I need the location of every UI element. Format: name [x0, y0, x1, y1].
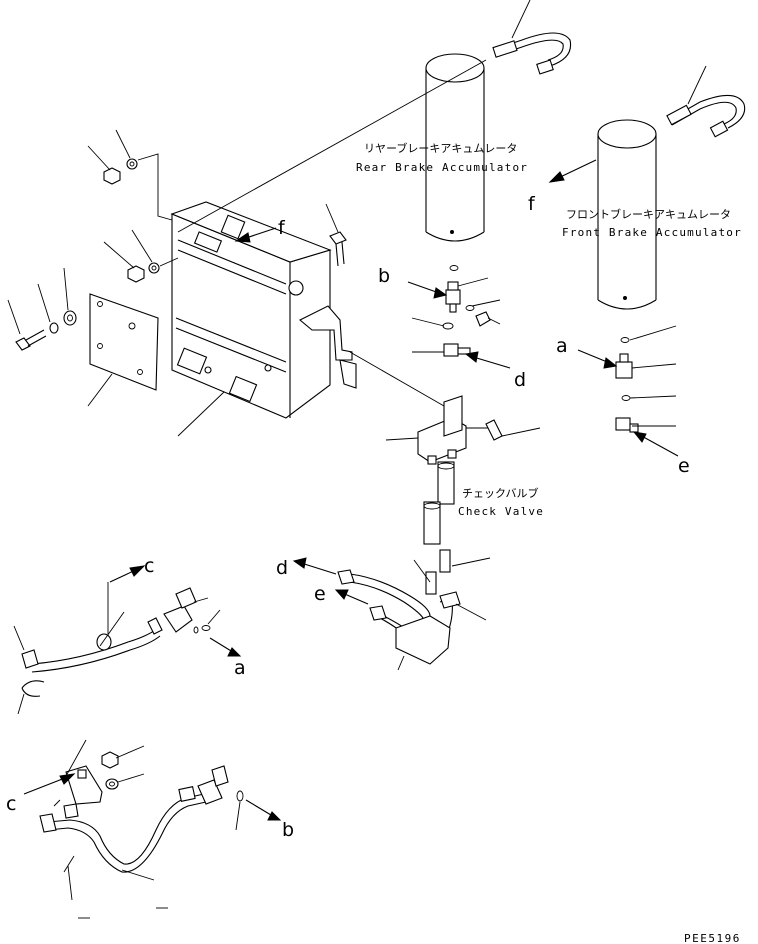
rear-accumulator-label-en: Rear Brake Accumulator — [356, 161, 528, 174]
rear-accumulator — [425, 53, 485, 271]
callout-d-upper: d — [514, 369, 526, 391]
rear-accumulator-label: リヤーブレーキアキュムレータ Rear Brake Accumulator — [356, 141, 528, 174]
rear-accumulator-hose — [492, 0, 572, 75]
check-valve-tubes — [337, 569, 487, 671]
callout-d-lower: d — [276, 557, 288, 579]
front-accumulator-label: フロントブレーキアキュムレータ Front Brake Accumulator — [562, 207, 742, 239]
drawing-code: PEE5196 — [684, 932, 741, 944]
rear-accumulator-label-jp: リヤーブレーキアキュムレータ — [364, 141, 517, 155]
callout-c-upper: c — [144, 555, 154, 577]
valve-mounting-bracket — [170, 201, 357, 419]
callout-b-upper: b — [378, 265, 390, 287]
callout-f-right: f — [528, 193, 536, 215]
front-accumulator — [597, 119, 657, 343]
callout-letters: f f b a d e c d e a c b — [6, 193, 690, 841]
check-valve-assembly: チェックバルブ Check Valve — [349, 351, 544, 595]
callout-f-upper: f — [278, 217, 286, 239]
bracket-bolt — [325, 203, 347, 267]
bottom-tube-assembly — [39, 739, 244, 919]
callout-e-lower: e — [314, 583, 326, 605]
callout-a-right: a — [556, 335, 568, 357]
front-accumulator-fittings — [615, 325, 677, 433]
front-accumulator-label-jp: フロントブレーキアキュムレータ — [566, 207, 731, 221]
callout-c-lower: c — [6, 793, 16, 815]
front-accumulator-label-en: Front Brake Accumulator — [562, 226, 742, 239]
left-tube-assembly — [13, 582, 221, 715]
cover-plate — [87, 293, 159, 407]
check-valve-label-en: Check Valve — [458, 505, 544, 518]
callout-arrows — [23, 159, 679, 821]
check-valve-label-jp: チェックバルブ — [462, 486, 538, 500]
cover-bolt-set — [7, 267, 77, 351]
rear-accumulator-fittings — [411, 277, 501, 357]
callout-a-left: a — [234, 657, 246, 679]
front-accumulator-hose — [666, 65, 746, 138]
callout-e-right: e — [678, 455, 690, 477]
bracket-nut-set — [87, 129, 179, 283]
callout-b-lower: b — [282, 819, 294, 841]
